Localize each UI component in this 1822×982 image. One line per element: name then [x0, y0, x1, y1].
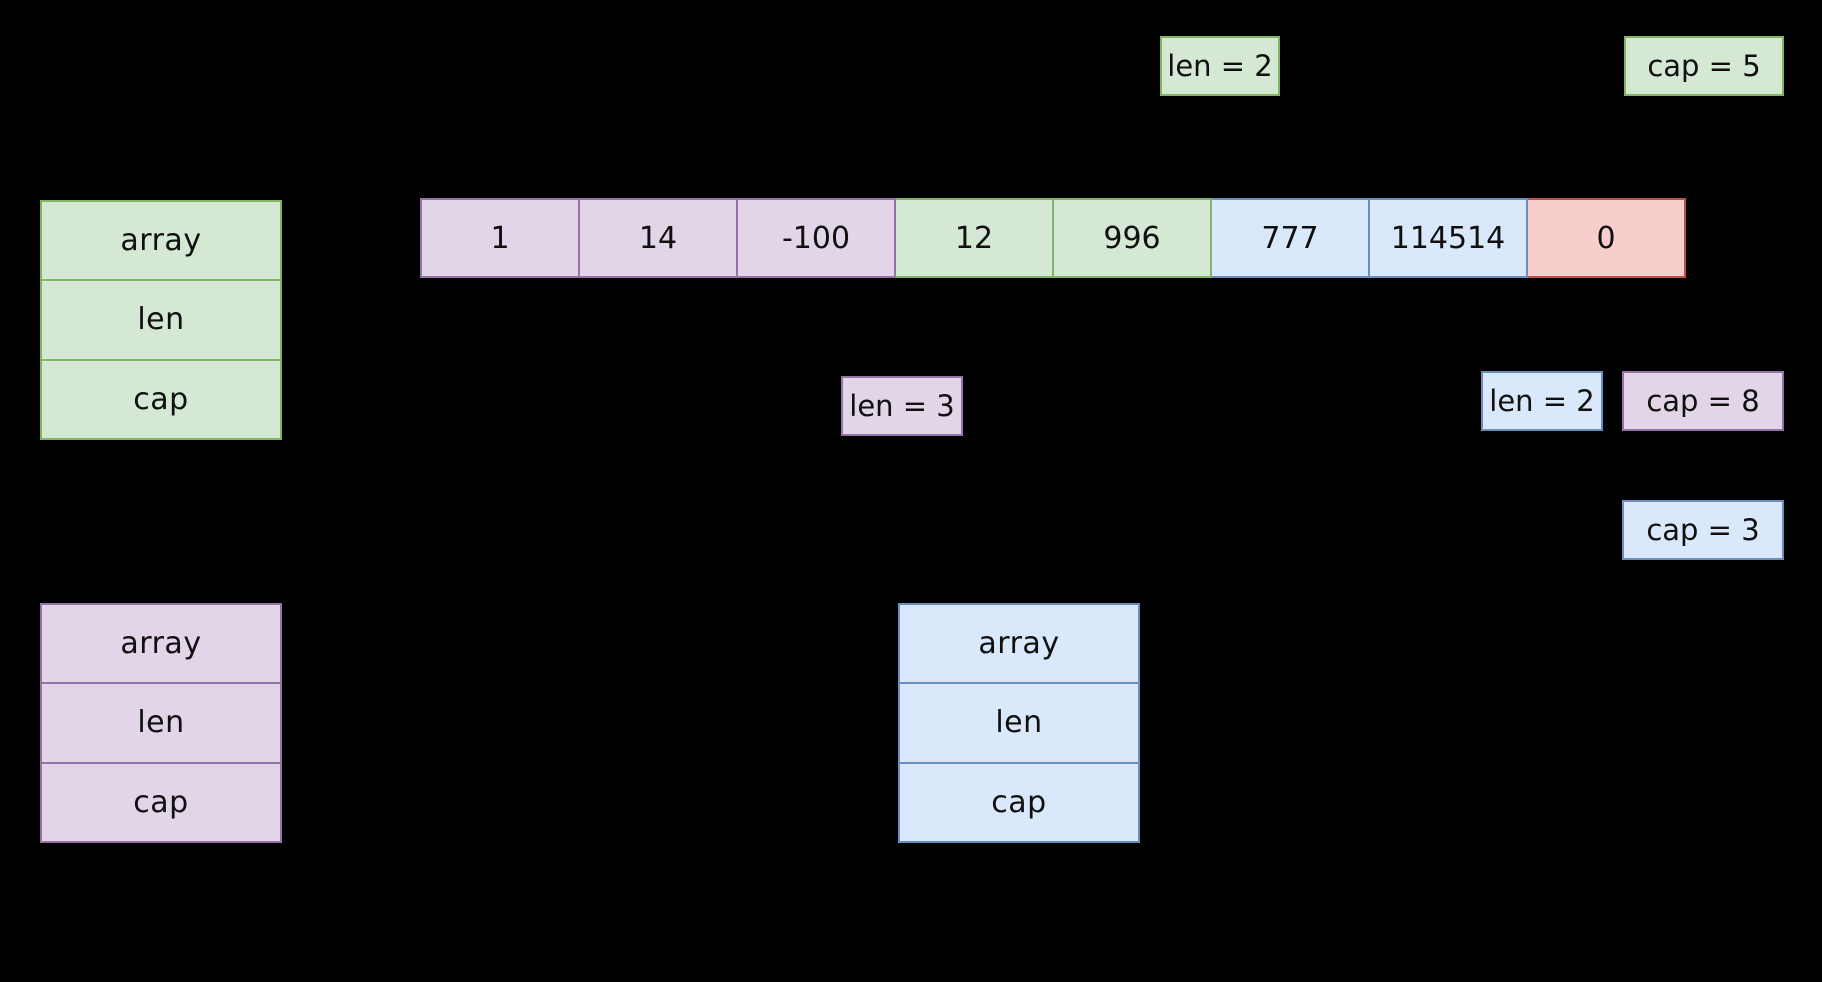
struct-field-cap: cap	[900, 761, 1138, 841]
array-cell-4: 996	[1052, 198, 1212, 278]
struct-field-cap: cap	[42, 761, 280, 841]
label-blue-cap: cap = 3	[1622, 500, 1784, 560]
struct-field-array: array	[978, 626, 1060, 662]
label-green-len: len = 2	[1160, 36, 1280, 96]
array-cell-5: 777	[1210, 198, 1370, 278]
struct-field-array: array	[120, 626, 202, 662]
label-purple-cap: cap = 8	[1622, 371, 1784, 431]
struct-field-len: len	[42, 682, 280, 761]
label-green-cap: cap = 5	[1624, 36, 1784, 96]
struct-field-array: array	[120, 223, 202, 259]
array-cell-2: -100	[736, 198, 896, 278]
label-blue-len: len = 2	[1481, 371, 1603, 431]
struct-field-len: len	[900, 682, 1138, 761]
struct-field-cap: cap	[42, 358, 280, 438]
array-cell-0: 1	[420, 198, 580, 278]
label-purple-len: len = 3	[841, 376, 963, 436]
array-cell-1: 14	[578, 198, 738, 278]
array-cell-3: 12	[894, 198, 1054, 278]
array-cell-7: 0	[1526, 198, 1686, 278]
struct-field-len: len	[42, 279, 280, 358]
array-cell-6: 114514	[1368, 198, 1528, 278]
